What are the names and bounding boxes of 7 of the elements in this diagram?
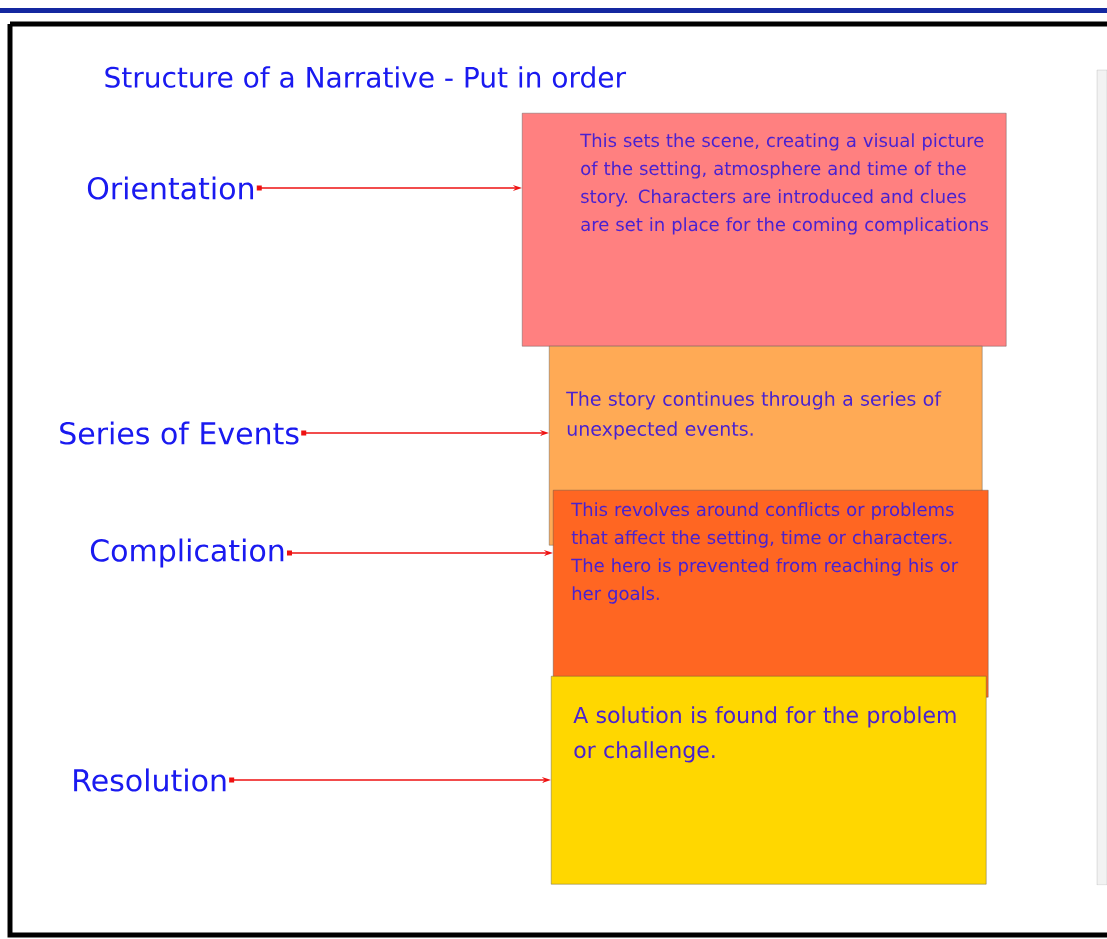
stage-label: Series of Events [60, 421, 299, 445]
stage-label: Resolution [74, 768, 226, 792]
text-box: This sets the scene, creating a visual picture of the setting, atmosphere and time of the story. Characters are introduced and clues are set in place for the coming complications [522, 113, 1007, 347]
title: Structure of a Narrative - Put in order [105, 66, 627, 88]
stage-label: Orientation [87, 176, 254, 200]
stage-label: Complication [90, 538, 284, 568]
text-box: A solution is found for the problem or challenge. [551, 676, 987, 885]
